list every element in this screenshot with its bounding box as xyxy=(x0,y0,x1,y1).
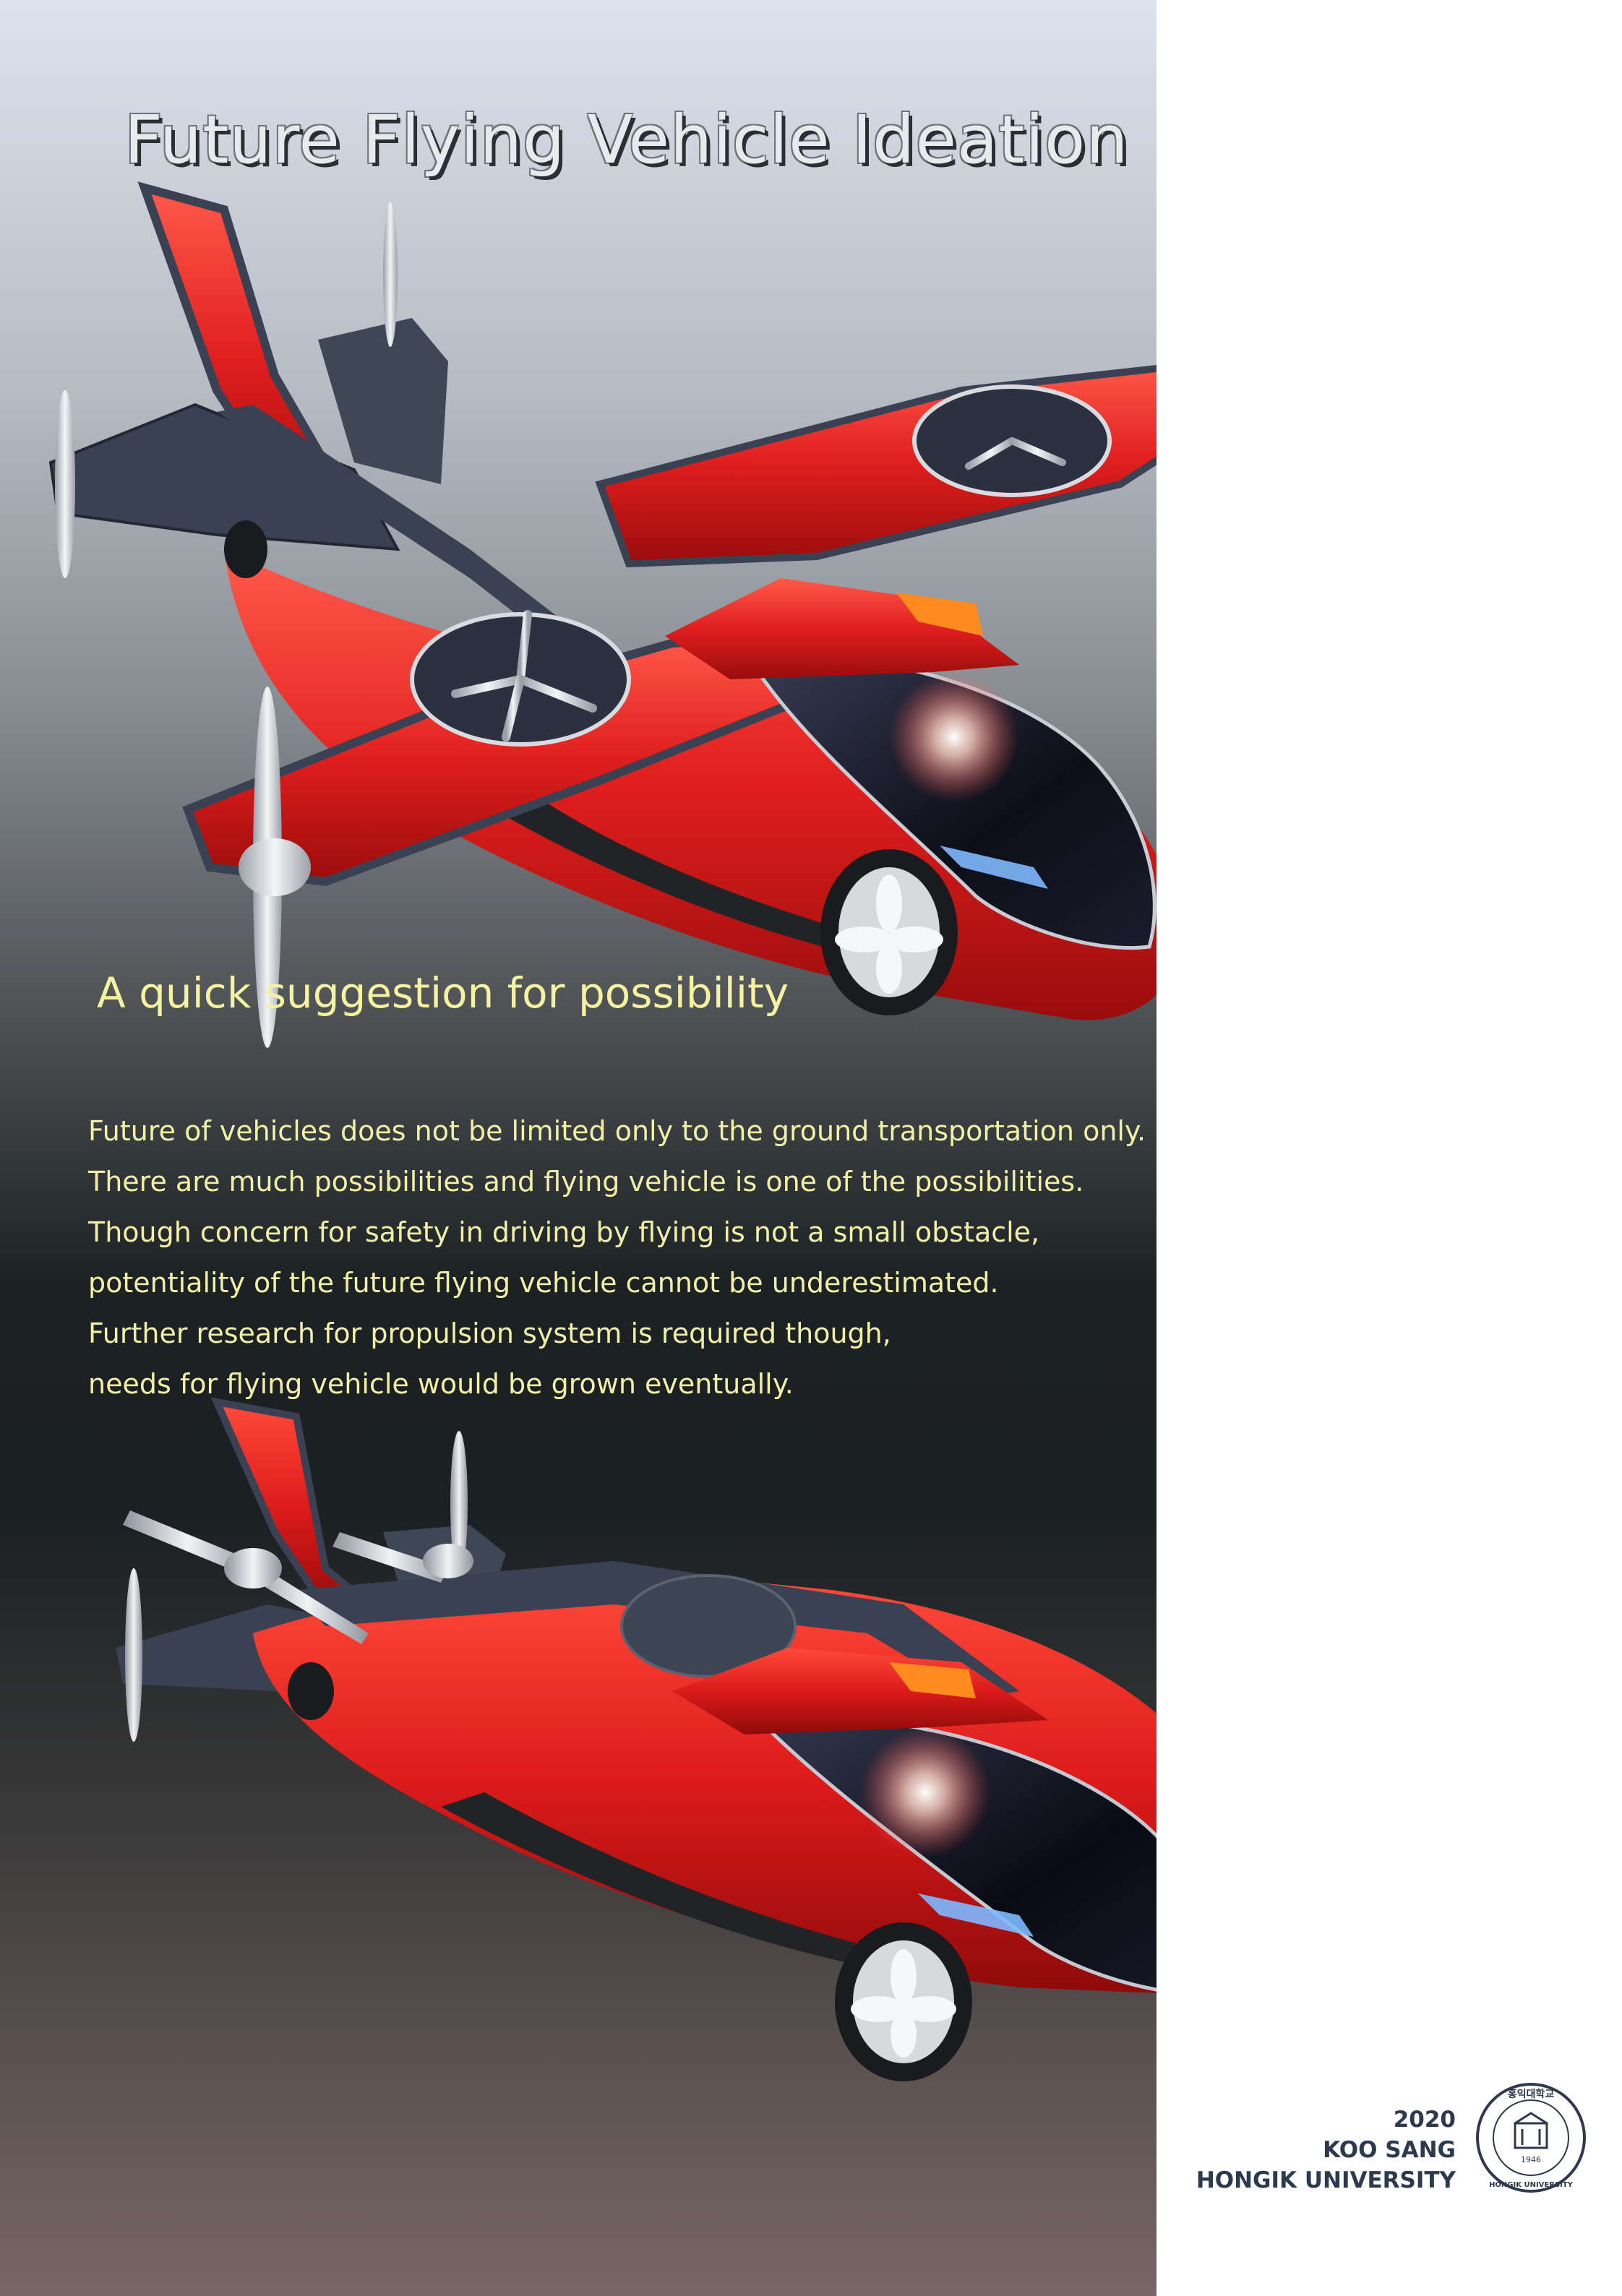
body-line: There are much possibilities and flying … xyxy=(88,1166,1084,1198)
gradient-panel: Future Flying Vehicle Ideation xyxy=(0,0,1157,2296)
body-line: needs for flying vehicle would be grown … xyxy=(88,1368,794,1400)
credit-school: HONGIK UNIVERSITY xyxy=(1196,2167,1456,2193)
body-line: potentiality of the future flying vehicl… xyxy=(88,1267,999,1299)
seal-ring-text: HONGIK UNIVERSITY xyxy=(1489,2181,1574,2189)
seal-year: 1946 xyxy=(1521,2155,1541,2164)
flying-vehicle-bottom-illustration xyxy=(116,1397,1157,2081)
body-line: Though concern for safety in driving by … xyxy=(88,1216,1040,1248)
seal-inner-text: 홍익대학교 xyxy=(1508,2088,1555,2100)
poster-subtitle: A quick suggestion for possibility xyxy=(97,968,789,1018)
credit-author: KOO SANG xyxy=(1323,2137,1456,2163)
body-line: Future of vehicles does not be limited o… xyxy=(88,1115,1146,1147)
credit-year: 2020 xyxy=(1393,2107,1456,2133)
propeller-rear-left xyxy=(55,390,75,578)
university-seal-logo: 1946 홍익대학교 HONGIK UNIVERSITY xyxy=(1476,2083,1586,2193)
credits-block: 2020 KOO SANG HONGIK UNIVERSITY xyxy=(1196,2104,1456,2196)
flying-vehicle-top-illustration xyxy=(48,181,1157,1048)
body-line: Further research for propulsion system i… xyxy=(88,1317,891,1349)
poster-title: Future Flying Vehicle Ideation xyxy=(124,101,1129,179)
poster-body-text: Future of vehicles does not be limited o… xyxy=(88,1106,1146,1409)
